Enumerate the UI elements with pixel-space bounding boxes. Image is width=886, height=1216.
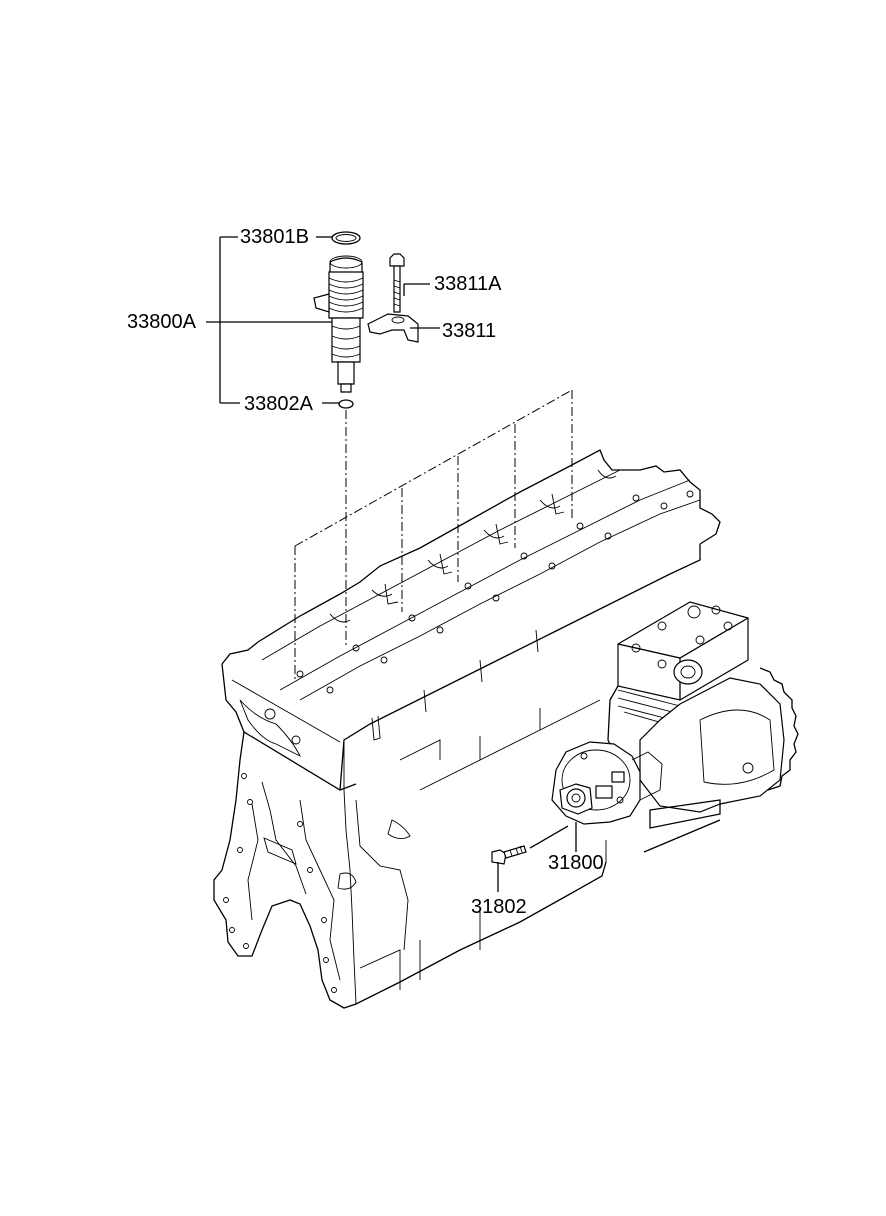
part-label-33811a: 33811A (434, 273, 502, 295)
injector-body (313, 255, 364, 393)
steering-pump (551, 741, 663, 825)
injector-seal-ring (331, 231, 361, 245)
part-label-33800a: 33800A (127, 311, 196, 333)
injector-clamp (367, 313, 419, 343)
assembly-bracket (206, 236, 440, 404)
lower-seal-ring (338, 399, 354, 409)
part-label-33802a: 33802A (244, 393, 313, 415)
part-label-31800: 31800 (548, 852, 604, 874)
clamp-bolt (389, 253, 405, 313)
part-label-33801b: 33801B (240, 226, 309, 248)
injector-position-lines (294, 389, 573, 680)
engine-block (213, 449, 721, 1009)
part-label-31802: 31802 (471, 896, 527, 918)
pump-leaders (497, 822, 577, 892)
part-label-33811: 33811 (442, 320, 497, 342)
pump-mounting-bolt (491, 845, 527, 865)
air-compressor (607, 601, 799, 853)
